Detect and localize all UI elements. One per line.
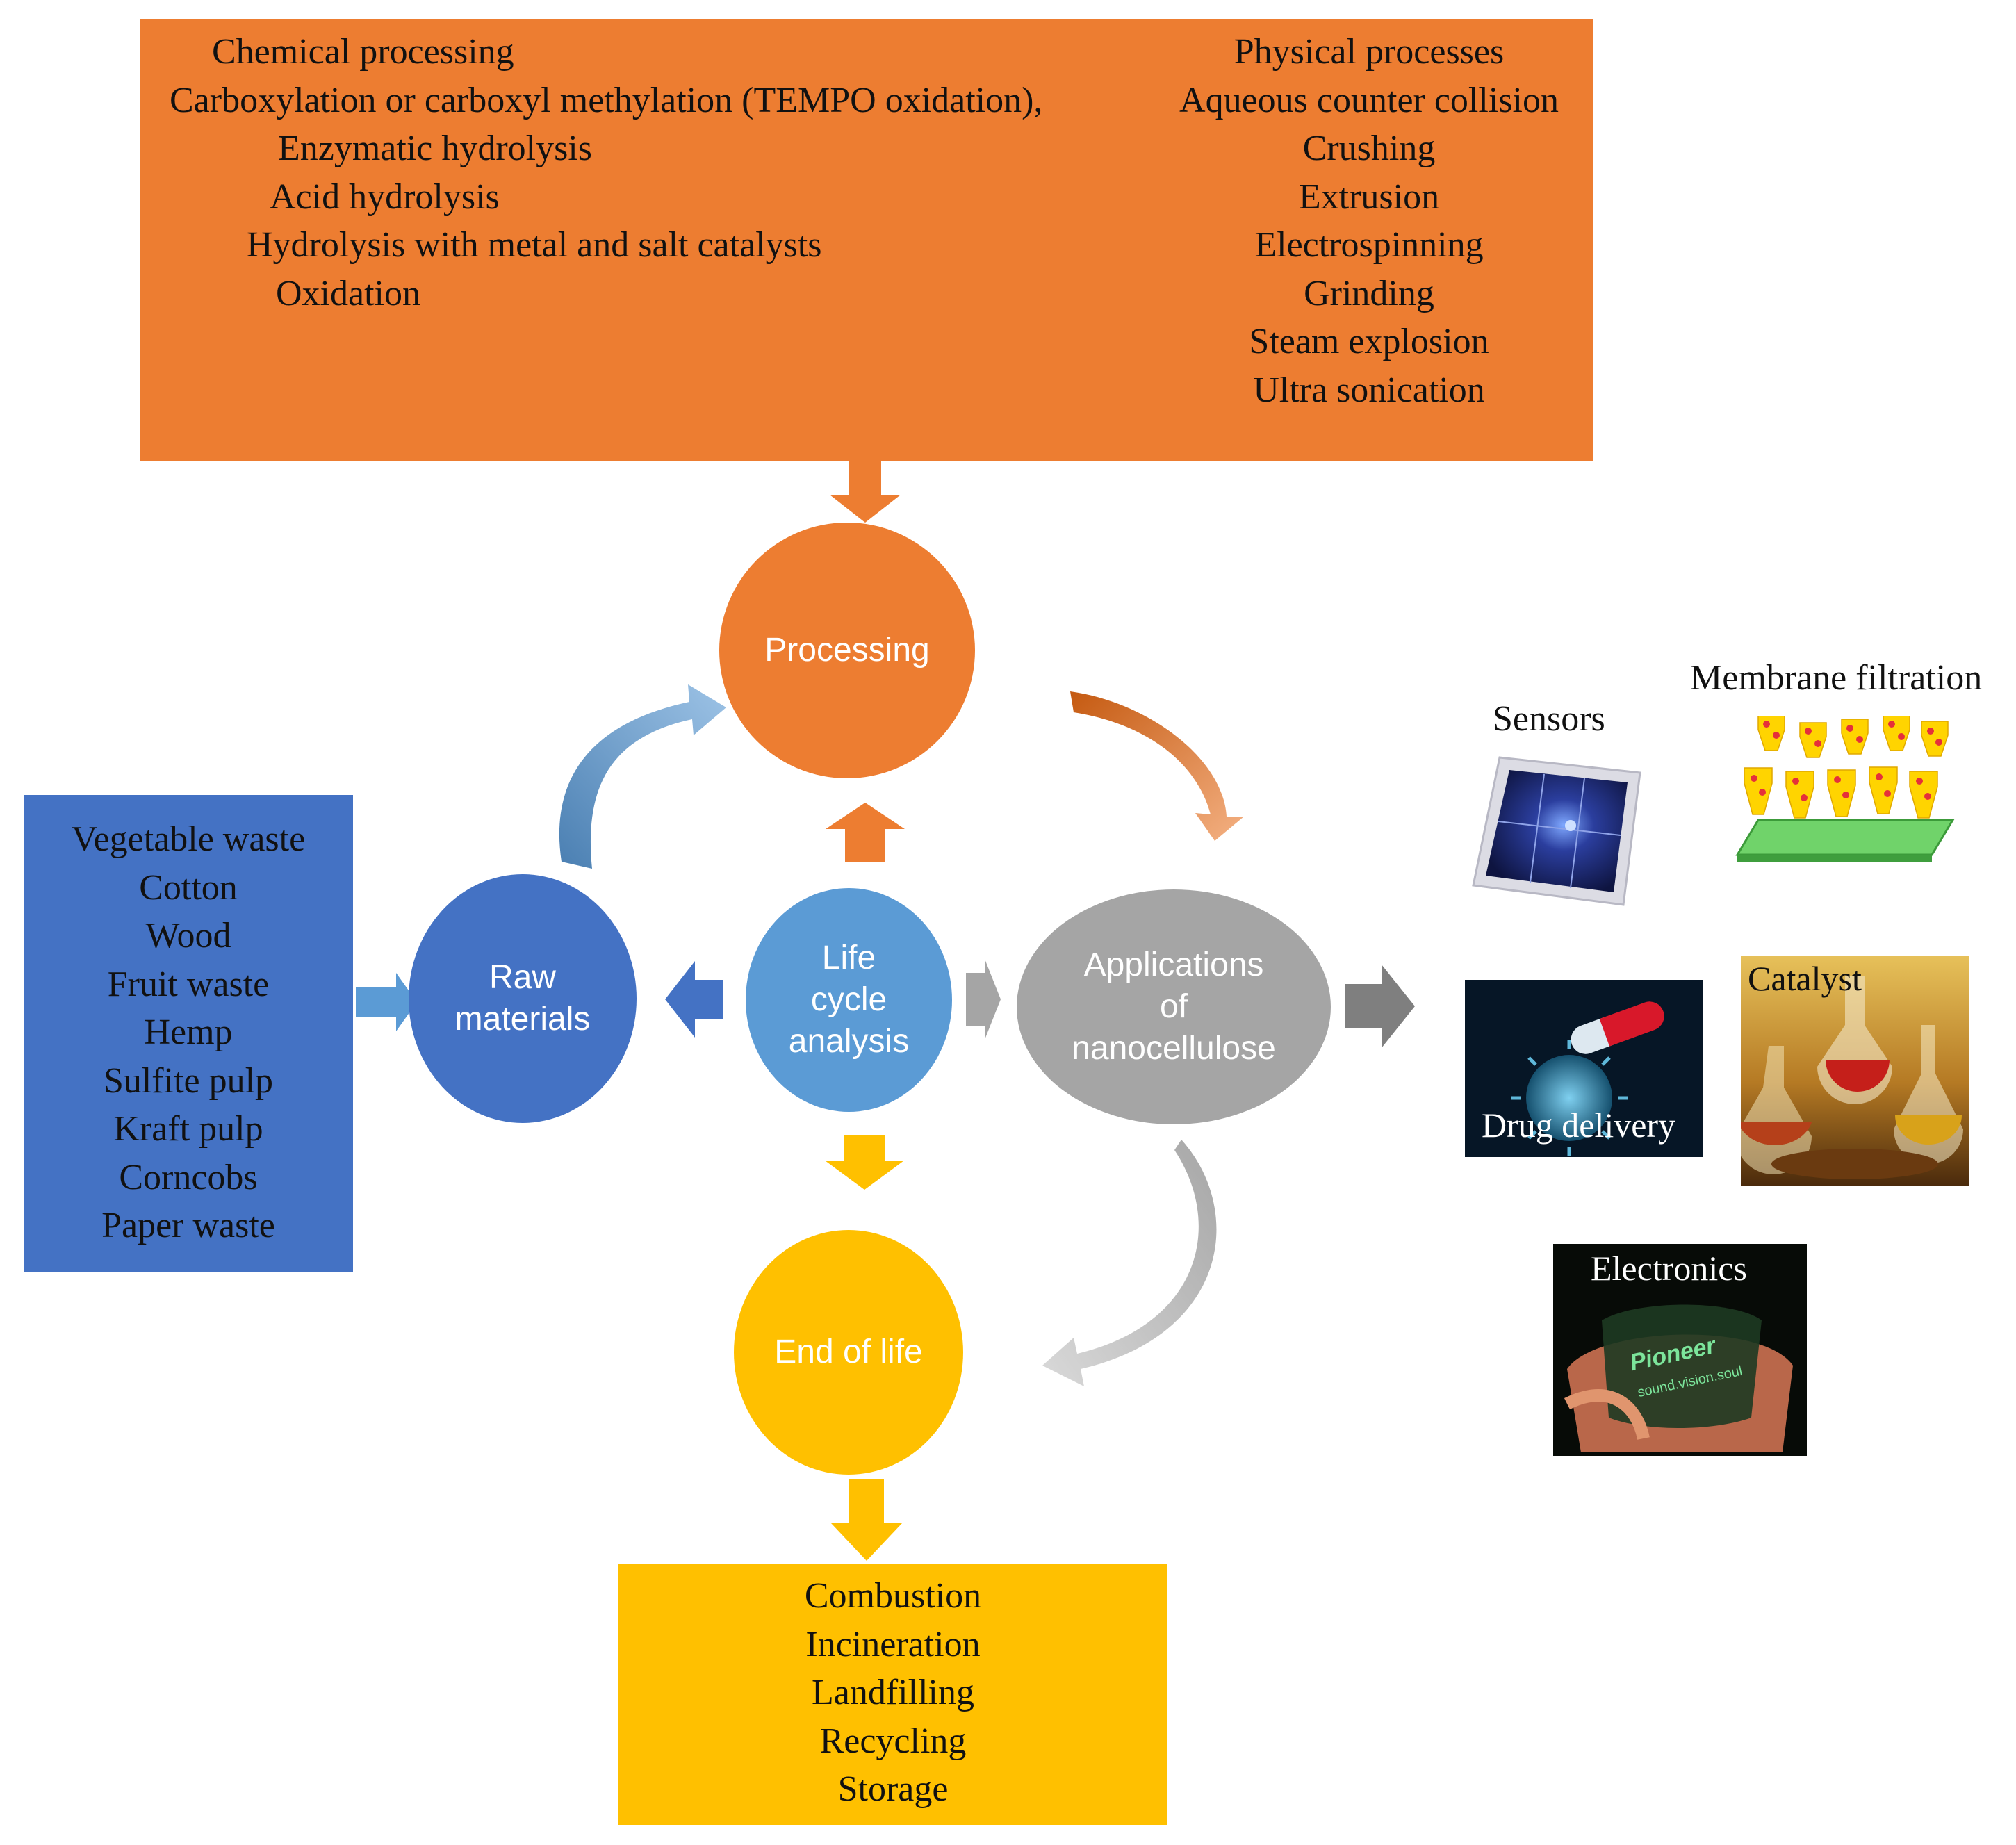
raw-material-item: Wood [145,916,231,956]
raw-materials-label-line: Raw [489,959,557,996]
curve-raw-to-processing [559,684,726,869]
chemical-item: Acid hydrolysis [270,177,500,217]
arrow-end-of-life-to-box [831,1479,902,1561]
flexible-electronics-image: Pioneer sound.vision.soul [1553,1244,1807,1456]
sensors-title: Sensors [1493,699,1605,739]
end-of-life-item: Landfilling [812,1673,974,1712]
chemical-heading: Chemical processing [212,32,514,72]
catalyst-panel: Catalyst [1741,956,1969,1186]
raw-materials-label-line: materials [454,1001,591,1038]
applications-label-line: nanocellulose [1072,1030,1276,1067]
physical-processes-list: Physical processes Aqueous counter colli… [1154,28,1584,414]
raw-material-item: Hemp [144,1012,233,1052]
chemical-item: Oxidation [276,273,420,313]
drug-delivery-title: Drug delivery [1482,1106,1676,1145]
chemical-item: Enzymatic hydrolysis [278,129,593,168]
physical-item: Aqueous counter collision [1179,80,1559,120]
lca-label-line: Life [821,940,876,976]
processing-node: Processing [719,523,975,778]
processing-label: Processing [764,632,930,669]
physical-item: Steam explosion [1249,322,1489,361]
arrow-lca-to-processing [826,803,905,862]
drug-delivery-panel: Drug delivery [1465,980,1703,1157]
catalyst-title: Catalyst [1748,959,1862,998]
chemical-item: Hydrolysis with metal and salt catalysts [247,225,822,265]
arrow-box-to-raw-materials [356,973,417,1031]
membrane-filtration-image [1735,716,1955,862]
lca-label-line: analysis [788,1023,910,1060]
end-of-life-item: Combustion [804,1576,982,1616]
raw-material-item: Cotton [139,867,238,908]
curve-processing-to-applications [1070,691,1244,841]
drug-delivery-image [1465,980,1703,1157]
end-of-life-box [618,1564,1167,1825]
end-of-life-label: End of life [774,1334,923,1370]
end-of-life-node: End of life [734,1230,963,1475]
lca-label-line: cycle [810,981,887,1018]
raw-materials-list: Vegetable waste Cotton Wood Fruit waste … [24,815,353,1250]
end-of-life-item: Storage [837,1769,949,1809]
raw-material-item: Fruit waste [107,964,270,1004]
lca-node: Life cycle analysis [746,888,952,1112]
arrow-box-to-processing [830,461,901,523]
applications-label-line: of [1159,988,1188,1025]
arrow-lca-to-end-of-life [825,1135,904,1190]
applications-node: Applications of nanocellulose [1017,889,1331,1124]
raw-material-item: Vegetable waste [71,819,306,859]
arrow-lca-to-raw-materials [665,961,723,1038]
processing-methods-box [140,19,1593,461]
physical-heading: Physical processes [1234,32,1505,72]
physical-item: Crushing [1302,129,1436,168]
end-of-life-item: Recycling [819,1721,967,1761]
physical-item: Extrusion [1298,177,1440,217]
sensor-chip-image [1472,756,1641,906]
physical-item: Electrospinning [1254,225,1484,265]
chemical-processing-list: Chemical processing Carboxylation or car… [140,28,1148,318]
physical-item: Ultra sonication [1253,370,1485,410]
applications-label-line: Applications [1083,946,1264,983]
arrow-applications-to-uses [1345,965,1415,1048]
physical-item: Grinding [1304,273,1434,313]
curve-applications-to-end-of-life [1042,1140,1217,1386]
raw-material-item: Kraft pulp [113,1109,263,1149]
raw-materials-node: Raw materials [409,874,637,1123]
raw-material-item: Sulfite pulp [103,1060,274,1101]
end-of-life-item: Incineration [805,1624,981,1664]
catalyst-flasks-image [1741,956,1969,1186]
chemical-item: Carboxylation or carboxyl methylation (T… [170,80,1043,120]
electronics-title: Electronics [1591,1249,1747,1288]
arrow-lca-to-applications [966,959,1001,1040]
electronics-panel: Pioneer sound.vision.soul Electronics [1553,1244,1807,1456]
raw-material-item: Corncobs [119,1157,258,1197]
raw-material-item: Paper waste [101,1206,275,1245]
raw-materials-box [24,795,353,1272]
membrane-filtration-title: Membrane filtration [1690,658,1983,698]
end-of-life-list: Combustion Incineration Landfilling Recy… [618,1572,1167,1814]
